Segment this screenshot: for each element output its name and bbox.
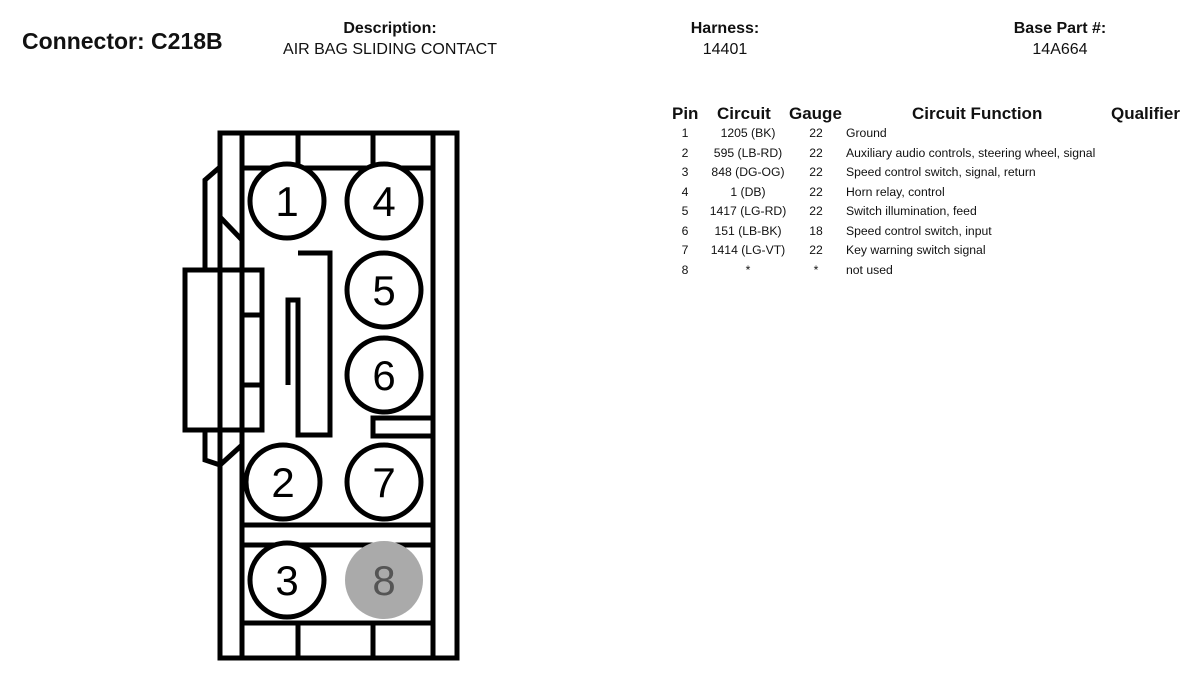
description-label: Description: [343, 20, 437, 37]
function-cell: Switch illumination, feed [846, 204, 977, 218]
connector-outline [182, 130, 460, 661]
pin-3: 3 [247, 540, 327, 620]
gauge-cell: 22 [809, 126, 823, 140]
circuit-cell: 1414 (LG-VT) [710, 243, 786, 257]
function-cell: Horn relay, control [846, 184, 945, 199]
harness-block: Harness: 14401 [660, 20, 790, 59]
pin-5: 5 [344, 250, 424, 330]
function-cell: not used [846, 262, 893, 277]
svg-text:1: 1 [275, 178, 298, 225]
svg-text:4: 4 [372, 178, 395, 225]
circuit-cell: 1205 (BK) [720, 126, 776, 140]
key-slot [285, 250, 333, 438]
pin-cell: 3 [681, 165, 689, 179]
function-cell: Auxiliary audio controls, steering wheel… [846, 145, 1096, 160]
table-row: 4 1 (DB) 22 Horn relay, control [0, 185, 1200, 205]
harness-label: Harness: [690, 20, 760, 37]
description-value: AIR BAG SLIDING CONTACT [283, 41, 497, 58]
circuit-cell: 151 (LB-BK) [714, 223, 782, 238]
connector-shell [217, 130, 460, 661]
circuit-cell: 1417 (LG-RD) [709, 204, 787, 218]
base-part-value: 14A664 [1032, 41, 1088, 58]
gauge-cell: 22 [809, 184, 823, 199]
circuit-cell: 1 (DB) [730, 184, 766, 199]
base-part-label: Base Part #: [1013, 20, 1107, 37]
circuit-cell: * [745, 262, 751, 277]
pin-8-unused: 8 [345, 541, 423, 619]
table-row: 3 848 (DG-OG) 22 Speed control switch, s… [0, 165, 1200, 185]
gauge-cell: 22 [809, 204, 823, 218]
circuit-cell: 595 (LB-RD) [713, 145, 783, 160]
description-block: Description: AIR BAG SLIDING CONTACT [265, 20, 515, 59]
pin-cell: 2 [681, 145, 689, 160]
function-cell: Ground [846, 126, 887, 140]
right-tab [370, 415, 436, 439]
function-cell: Speed control switch, input [846, 223, 992, 238]
base-part-block: Base Part #: 14A664 [990, 20, 1130, 59]
table-row: 6 151 (LB-BK) 18 Speed control switch, i… [0, 224, 1200, 244]
table-row: 1 1205 (BK) 22 Ground [0, 126, 1200, 146]
pin-1: 1 [247, 161, 327, 241]
col-header-function: Circuit Function [912, 104, 1043, 123]
table-row: 5 1417 (LG-RD) 22 Switch illumination, f… [0, 204, 1200, 224]
pin-6: 6 [344, 335, 424, 415]
circuit-cell: 848 (DG-OG) [711, 165, 785, 179]
gauge-cell: 22 [809, 165, 823, 179]
gauge-cell: 22 [809, 243, 823, 257]
latch-tab [182, 165, 222, 468]
col-header-qualifier: Qualifier [1111, 104, 1180, 123]
pin-cell: 6 [681, 223, 689, 238]
pin-4: 4 [344, 161, 424, 241]
function-cell: Key warning switch signal [846, 243, 986, 257]
gauge-cell: * [813, 262, 819, 277]
svg-text:7: 7 [372, 459, 395, 506]
col-header-circuit: Circuit [717, 104, 771, 123]
connector-face-diagram: 1 4 5 6 2 7 3 8 [182, 130, 460, 661]
gauge-cell: 18 [809, 223, 823, 238]
pin-cell: 5 [681, 204, 689, 218]
table-row: 8 * * not used [0, 263, 1200, 283]
connector-title: Connector: C218B [22, 28, 223, 54]
svg-text:2: 2 [271, 459, 294, 506]
function-cell: Speed control switch, signal, return [846, 165, 1036, 179]
separator-bar [239, 522, 436, 548]
table-row: 2 595 (LB-RD) 22 Auxiliary audio control… [0, 146, 1200, 166]
pin-cell: 7 [681, 243, 689, 257]
svg-text:3: 3 [275, 557, 298, 604]
harness-value: 14401 [702, 41, 748, 58]
pin-cavities: 1 4 5 6 2 7 3 8 [243, 161, 424, 620]
pin-2: 2 [243, 442, 323, 522]
col-header-gauge: Gauge [789, 104, 842, 123]
table-row: 7 1414 (LG-VT) 22 Key warning switch sig… [0, 243, 1200, 263]
svg-text:5: 5 [372, 267, 395, 314]
pin-7: 7 [344, 442, 424, 522]
svg-text:8: 8 [372, 557, 395, 604]
pin-cell: 8 [681, 262, 689, 277]
svg-text:6: 6 [372, 352, 395, 399]
col-header-pin: Pin [672, 104, 699, 123]
pin-cell: 1 [681, 126, 689, 140]
pin-cell: 4 [681, 184, 689, 199]
gauge-cell: 22 [809, 145, 823, 160]
